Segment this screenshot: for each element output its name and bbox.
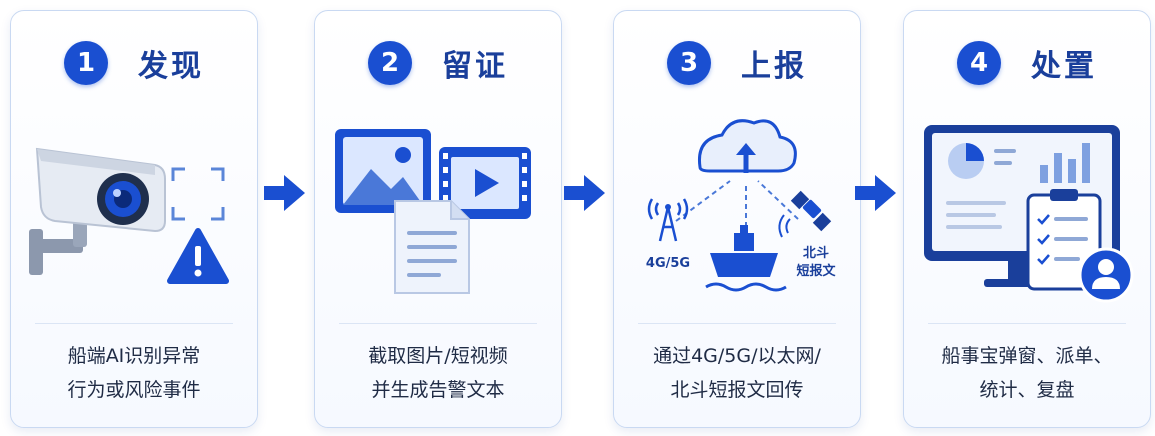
description-line: 北斗短报文回传: [670, 379, 804, 401]
step-header: 3 上报: [614, 39, 860, 87]
step-number-badge: 2: [368, 41, 412, 85]
arrow-right-icon: [264, 175, 305, 211]
satellite-icon: [778, 190, 832, 238]
video-icon: [439, 147, 531, 219]
description-line: 统计、复盘: [979, 379, 1075, 401]
step-header: 4 处置: [904, 39, 1150, 87]
evidence-illustration: [335, 129, 531, 294]
image-icon: [335, 129, 431, 213]
step-description: 截取图片/短视频 并生成告警文本: [325, 339, 551, 407]
arrow-right-icon: [564, 175, 605, 211]
description-line: 截取图片/短视频: [368, 345, 508, 367]
network-label: 4G/5G: [646, 256, 690, 271]
description-line: 行为或风险事件: [67, 379, 201, 401]
beidou-label: 短报文: [796, 263, 836, 279]
step-title: 留证: [442, 49, 508, 84]
step-card-report: 3 上报 4G/5G: [613, 10, 861, 428]
step-number-badge: 4: [957, 41, 1001, 85]
user-icon: [1078, 247, 1134, 303]
step-card-evidence: 2 留证 截取图片/短视频 并生成告警文本: [314, 10, 562, 428]
step-header: 1 发现: [11, 39, 257, 87]
step-description: 通过4G/5G/以太网/ 北斗短报文回传: [624, 339, 850, 407]
report-illustration: 4G/5G 北斗 短报文: [646, 119, 836, 292]
description-line: 并生成告警文本: [371, 379, 505, 401]
camera-icon: [29, 147, 166, 275]
step-card-discover: 1 发现 船端AI识别异常 行为或风险事件: [10, 10, 258, 428]
divider: [35, 323, 233, 324]
step-card-handle: 4 处置: [903, 10, 1151, 428]
step-number-badge: 3: [667, 41, 711, 85]
step-title: 处置: [1031, 49, 1097, 84]
step-header: 2 留证: [315, 39, 561, 87]
warning-icon: [167, 228, 229, 284]
divider: [339, 323, 537, 324]
signal-paths: [675, 180, 799, 227]
step-description: 船事宝弹窗、派单、 统计、复盘: [914, 339, 1140, 407]
divider: [638, 323, 836, 324]
cloud-upload-icon: [697, 119, 797, 173]
step-title: 发现: [138, 49, 204, 84]
ship-icon: [705, 225, 787, 292]
step-title: 上报: [741, 49, 807, 84]
handle-illustration: [924, 125, 1134, 303]
step-description: 船端AI识别异常 行为或风险事件: [21, 339, 247, 407]
description-line: 船事宝弹窗、派单、: [941, 345, 1113, 367]
document-icon: [394, 200, 470, 294]
divider: [928, 323, 1126, 324]
beidou-label: 北斗: [803, 246, 829, 261]
focus-frame-icon: [171, 167, 225, 221]
discover-illustration: [29, 147, 229, 284]
description-line: 船端AI识别异常: [67, 345, 201, 367]
step-number-badge: 1: [64, 41, 108, 85]
arrow-right-icon: [855, 175, 896, 211]
description-line: 通过4G/5G/以太网/: [653, 345, 821, 367]
